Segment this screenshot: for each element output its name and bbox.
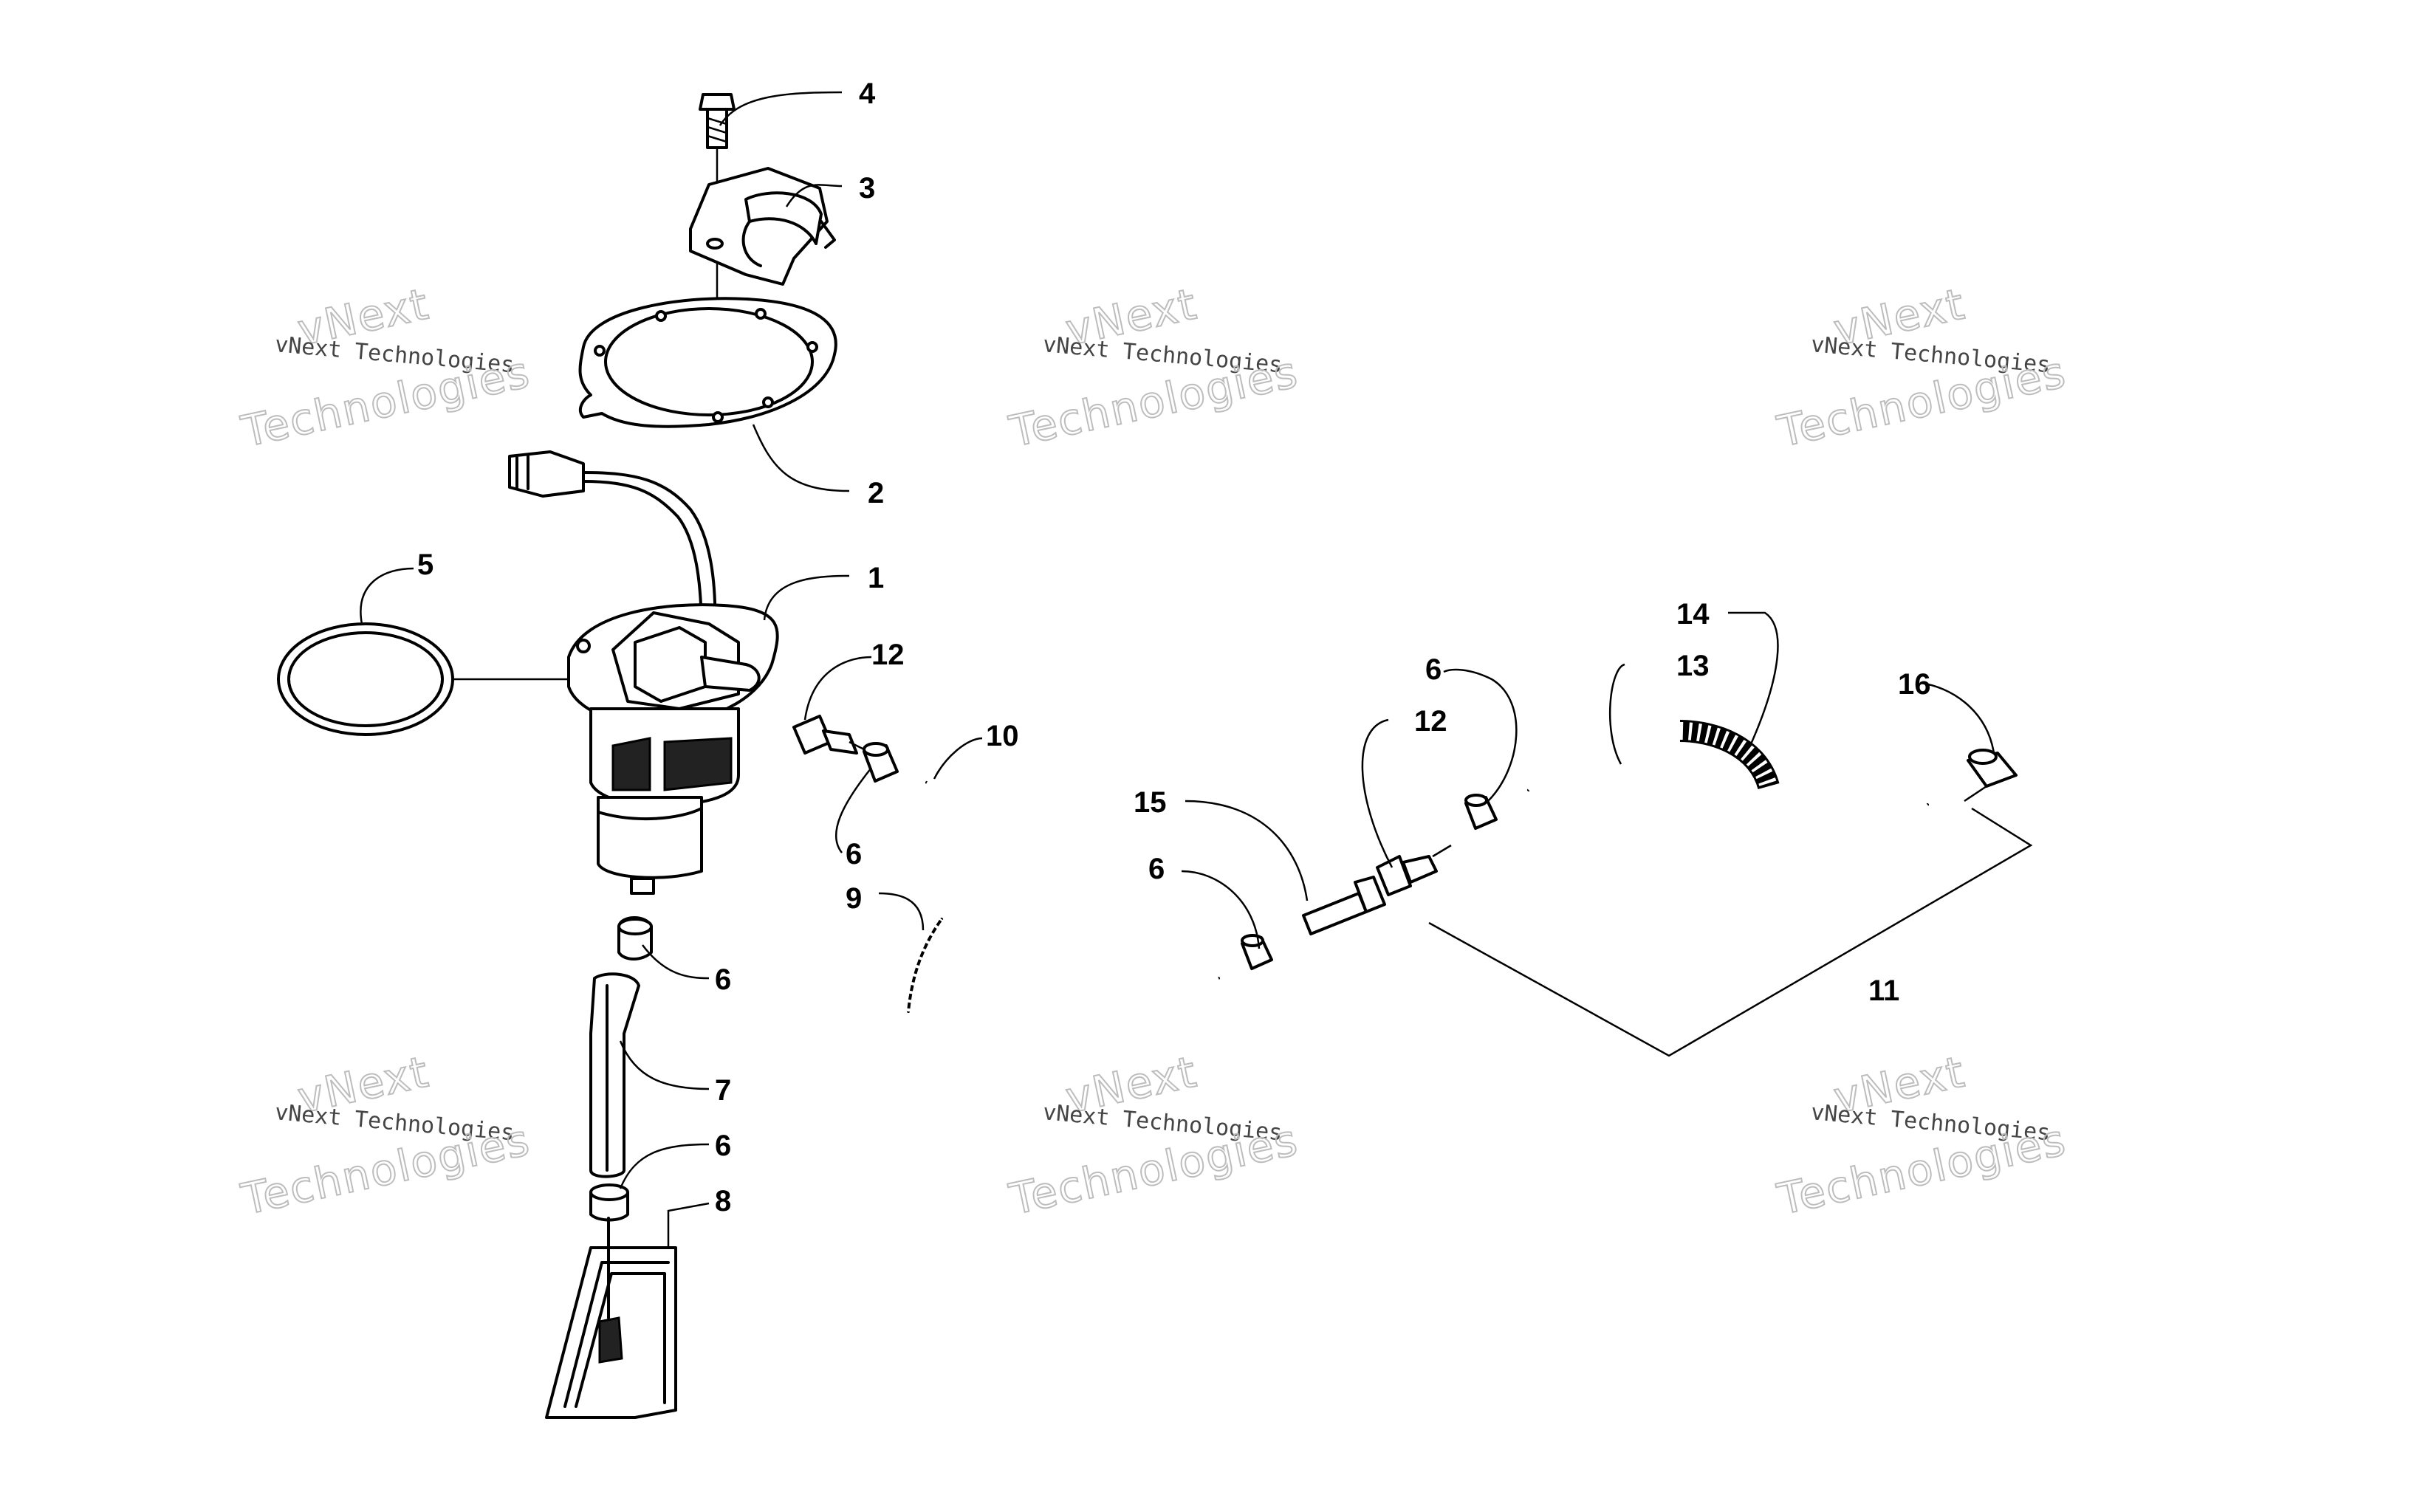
part-16-clamp (1964, 749, 2018, 803)
callout-3: 3 (859, 172, 875, 205)
callout-11: 11 (1868, 975, 1899, 1007)
part-1-fuel-pump (508, 450, 779, 895)
callout-6: 6 (1425, 653, 1442, 686)
part-13-hose (1520, 746, 1936, 870)
callout-1: 1 (868, 562, 884, 594)
callout-6: 6 (846, 838, 862, 870)
part-12-connector (1376, 844, 1452, 896)
callout-6: 6 (715, 963, 731, 996)
watermark-bottom-center: vNext vNext Technologies Technologies (1004, 1045, 1303, 1225)
part-14-sleeve (1679, 720, 1780, 790)
callout-7: 7 (715, 1074, 731, 1107)
part-6-clamp (863, 742, 899, 783)
callout-12: 12 (871, 639, 905, 671)
callout-13: 13 (1676, 650, 1710, 682)
part-6-clamp (589, 1183, 629, 1222)
watermark-top-left: vNext vNext Technologies Technologies (236, 278, 535, 457)
callout-4: 4 (859, 78, 876, 110)
callout-2: 2 (868, 477, 884, 509)
part-6-clamp (617, 916, 653, 961)
part-5-o-ring (277, 622, 454, 736)
callout-10: 10 (986, 720, 1019, 752)
part-6-clamp (1464, 794, 1498, 830)
callout-12: 12 (1414, 705, 1447, 738)
callout-6: 6 (1148, 853, 1165, 885)
part-8-filter (545, 1217, 677, 1419)
part-10-hose (921, 772, 1223, 1046)
part-15-fitting (1302, 876, 1386, 935)
callout-8: 8 (715, 1185, 731, 1217)
callout-6: 6 (715, 1130, 731, 1162)
watermark-top-center: vNext vNext Technologies Technologies (1004, 278, 1303, 457)
callout-15: 15 (1134, 786, 1167, 819)
callout-14: 14 (1676, 598, 1710, 630)
part-2-gasket-plate (578, 297, 837, 428)
part-7-hose (589, 972, 640, 1178)
callout-9: 9 (846, 882, 862, 915)
part-11-bracket-line (1428, 807, 2033, 1057)
watermark-top-right: vNext vNext Technologies Technologies (1772, 278, 2071, 457)
callout-16: 16 (1898, 668, 1931, 701)
watermark-bottom-left: vNext vNext Technologies Technologies (236, 1045, 535, 1225)
leader-lines (360, 91, 1995, 1248)
callout-labels: 4 3 2 1 5 6 7 6 8 12 6 9 10 15 6 12 6 13… (417, 78, 1931, 1217)
part-12-connector (792, 715, 865, 755)
watermark-bottom-right: vNext vNext Technologies Technologies (1772, 1045, 2071, 1225)
part-6-clamp (1241, 934, 1273, 970)
part-9-sleeve (900, 914, 949, 1013)
callout-5: 5 (417, 549, 433, 581)
